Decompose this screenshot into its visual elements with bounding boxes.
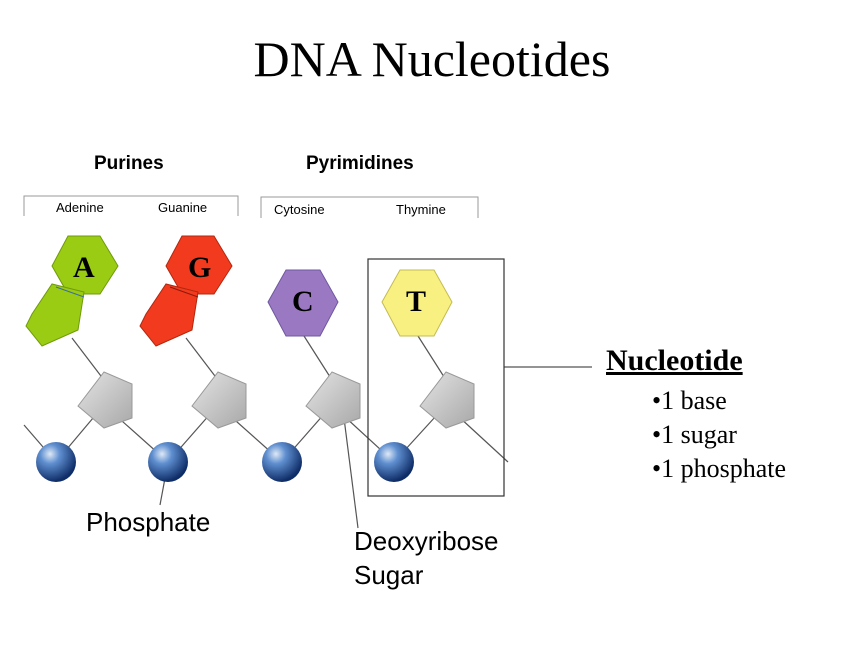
sugar-label-line1: Deoxyribose [354, 526, 499, 556]
base-letter-t: T [406, 285, 427, 318]
nucleotide-heading: Nucleotide [606, 344, 743, 377]
sugar-pentagon [77, 371, 133, 429]
phosphate-label: Phosphate [86, 507, 211, 537]
backbone [23, 335, 592, 529]
base-adenine [25, 235, 119, 347]
sugar-pentagon [305, 371, 361, 429]
purines-bracket [23, 195, 239, 216]
base-name-guanine: Guanine [158, 200, 208, 215]
base-thymine [381, 269, 453, 337]
nucleotide-box [367, 258, 505, 497]
base-letter-a: A [73, 251, 95, 284]
pyrimidines-bracket [260, 196, 479, 218]
sugars [77, 371, 475, 429]
base-letter-c: C [292, 285, 314, 318]
base-name-cytosine: Cytosine [274, 202, 325, 217]
base-guanine [139, 235, 233, 347]
base-letter-g: G [188, 251, 212, 284]
page-title: DNA Nucleotides [253, 31, 611, 87]
phosphate-sphere [262, 442, 302, 482]
base-cytosine [267, 269, 339, 337]
phosphate-sphere [374, 442, 414, 482]
nucleotide-item-phosphate: •1 phosphate [652, 454, 787, 483]
nucleotide-item-base: •1 base [652, 386, 727, 415]
nucleotide-item-sugar: •1 sugar [652, 420, 737, 449]
phosphate-sphere [148, 442, 188, 482]
group-label-purines: Purines [94, 153, 164, 174]
base-name-adenine: Adenine [56, 200, 104, 215]
base-name-thymine: Thymine [396, 202, 446, 217]
sugar-pentagon [191, 371, 247, 429]
sugar-pentagon [419, 371, 475, 429]
phosphates [36, 442, 414, 482]
group-label-pyrimidines: Pyrimidines [306, 153, 414, 174]
phosphate-sphere [36, 442, 76, 482]
sugar-label-line2: Sugar [354, 560, 424, 590]
